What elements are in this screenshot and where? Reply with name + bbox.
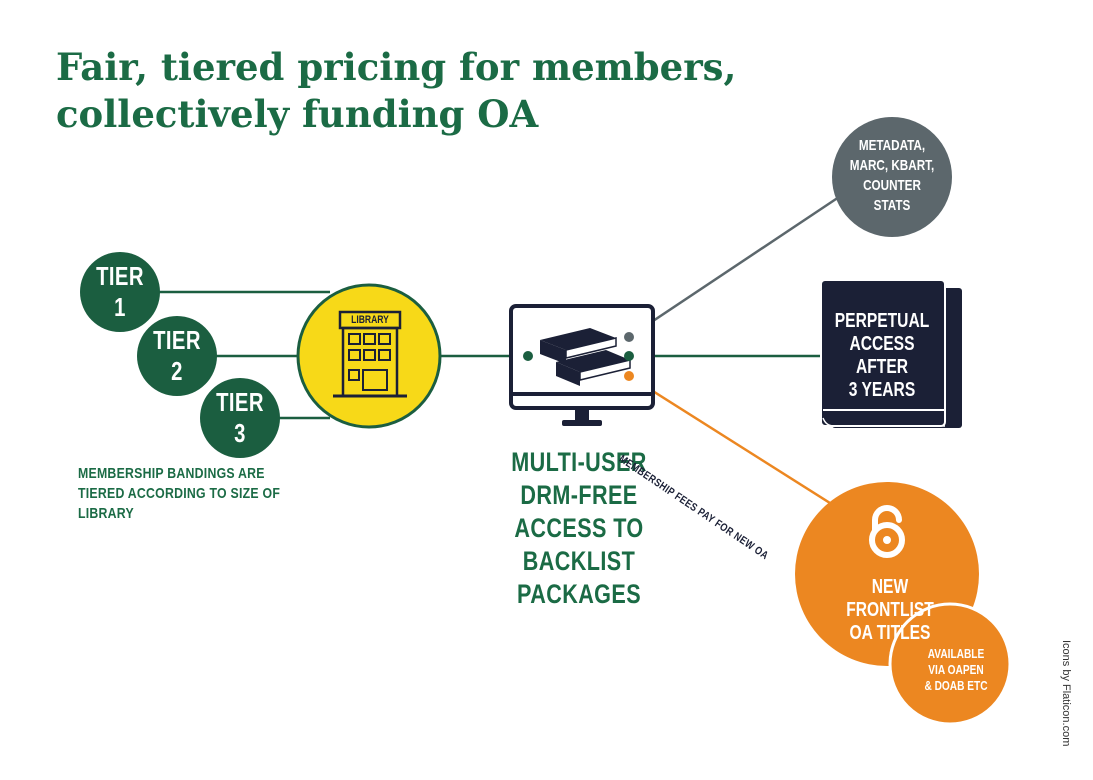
center-line-5: PACKAGES <box>516 579 642 609</box>
tier-2-circle <box>137 316 217 396</box>
center-line-3: ACCESS TO <box>514 513 644 543</box>
page-title: Fair, tiered pricing for members, collec… <box>56 44 776 138</box>
available-circle <box>888 602 1012 726</box>
tier-1-label: TIER 1 <box>96 261 144 322</box>
available-line-1: AVAILABLE <box>927 646 985 661</box>
metadata-line-2: MARC, KBART, <box>849 157 935 174</box>
metadata-line-3: COUNTER <box>863 177 921 194</box>
oa-line-2: OA TITLES <box>849 622 931 644</box>
monitor-dot-oa <box>624 371 634 381</box>
tier-2-label: TIER 2 <box>153 325 201 386</box>
perpetual-line-1: PERPETUAL <box>834 310 930 332</box>
available-line-2: VIA OAPEN <box>928 662 984 677</box>
title-line-2: collectively funding OA <box>56 92 539 136</box>
oa-line-1: NEW FRONTLIST <box>846 576 934 621</box>
oa-lock-dot <box>883 536 891 544</box>
perpetual-line-3: 3 YEARS <box>848 379 916 401</box>
oa-label: NEW FRONTLIST OA TITLES <box>828 576 953 645</box>
monitor-to-oa-connector <box>628 374 861 524</box>
tier-3-label: TIER 3 <box>216 387 264 448</box>
center-line-2: DRM-FREE <box>520 480 638 510</box>
monitor-dot-library <box>523 351 533 361</box>
center-line-1: MULTI-USER <box>511 447 647 477</box>
monitor-dot-perpetual <box>624 351 634 361</box>
icon-credit: Icons by Flaticon.com <box>1060 640 1072 747</box>
perpetual-label: PERPETUAL ACCESS AFTER 3 YEARS <box>827 310 936 402</box>
tier-1-circle <box>80 252 160 332</box>
monitor-books-icon <box>509 304 655 426</box>
center-caption: MULTI-USER DRM-FREE ACCESS TO BACKLIST P… <box>492 446 666 611</box>
title-line-1: Fair, tiered pricing for members, <box>56 45 737 89</box>
monitor-dot-metadata <box>624 332 634 342</box>
library-building-icon <box>296 283 442 429</box>
open-access-lock-icon <box>869 505 905 558</box>
tier-3-circle <box>200 378 280 458</box>
available-line-3: & DOAB ETC <box>924 678 988 693</box>
book-icon <box>820 279 962 428</box>
library-sign: LIBRARY <box>351 314 389 326</box>
available-label: AVAILABLE VIA OAPEN & DOAB ETC <box>909 646 1003 694</box>
metadata-line-1: METADATA, <box>858 137 926 154</box>
tiers-note: MEMBERSHIP BANDINGS ARE TIERED ACCORDING… <box>78 465 281 522</box>
perpetual-line-2: ACCESS AFTER <box>849 333 915 378</box>
metadata-circle <box>832 117 952 237</box>
center-line-4: BACKLIST <box>522 546 636 576</box>
metadata-label: METADATA, MARC, KBART, COUNTER STATS <box>841 124 944 228</box>
monitor-to-metadata-connector <box>628 193 843 339</box>
metadata-line-4: STATS <box>873 197 911 214</box>
